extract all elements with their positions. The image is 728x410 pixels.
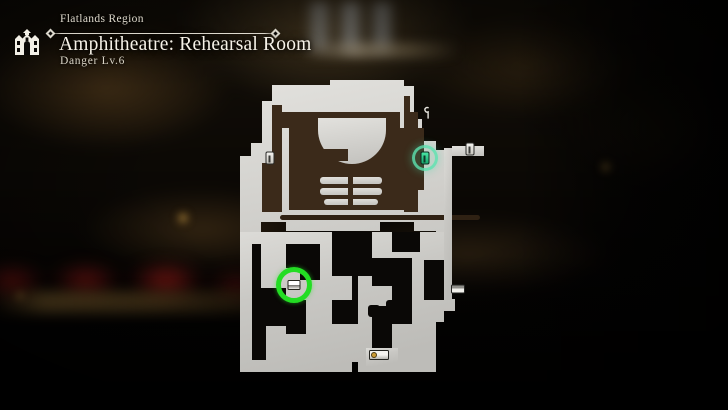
pillar-small-1 xyxy=(368,305,380,317)
map-header: Flatlands Region Amphitheatre: Rehearsal… xyxy=(0,0,340,88)
fortress-gate-icon xyxy=(12,28,42,58)
save-point-marker[interactable] xyxy=(287,280,301,290)
page-title: Amphitheatre: Rehearsal Room xyxy=(59,34,312,55)
danger-level-label: Danger Lv.6 xyxy=(60,55,126,67)
door-marker-west[interactable] xyxy=(265,151,275,165)
door-marker-northeast[interactable] xyxy=(465,142,475,156)
central-pillar-cut xyxy=(332,232,372,324)
lower-right-east-cut xyxy=(424,260,444,300)
hook-icon xyxy=(424,106,429,119)
corridor-divider xyxy=(280,215,480,220)
stage-notch xyxy=(318,149,348,161)
lower-right-upper-cut xyxy=(392,232,420,252)
seating-divider xyxy=(348,175,353,208)
player-position-ring xyxy=(276,267,312,303)
pillar-small-2 xyxy=(386,300,404,312)
header-divider-line xyxy=(50,33,276,34)
lower-left-cutout xyxy=(252,244,306,360)
bench-marker-east[interactable] xyxy=(451,284,465,294)
hook-marker-north[interactable] xyxy=(423,106,432,120)
locked-door-marker-south[interactable] xyxy=(369,350,389,360)
header-divider-cap-left xyxy=(45,28,56,39)
region-label: Flatlands Region xyxy=(60,13,144,25)
west-corridor-cut xyxy=(262,105,300,212)
map-shapes xyxy=(240,80,484,372)
east-vertical-corridor xyxy=(444,148,452,300)
door-marker-highlighted[interactable] xyxy=(420,151,430,165)
lower-left-room-notch xyxy=(286,244,320,280)
